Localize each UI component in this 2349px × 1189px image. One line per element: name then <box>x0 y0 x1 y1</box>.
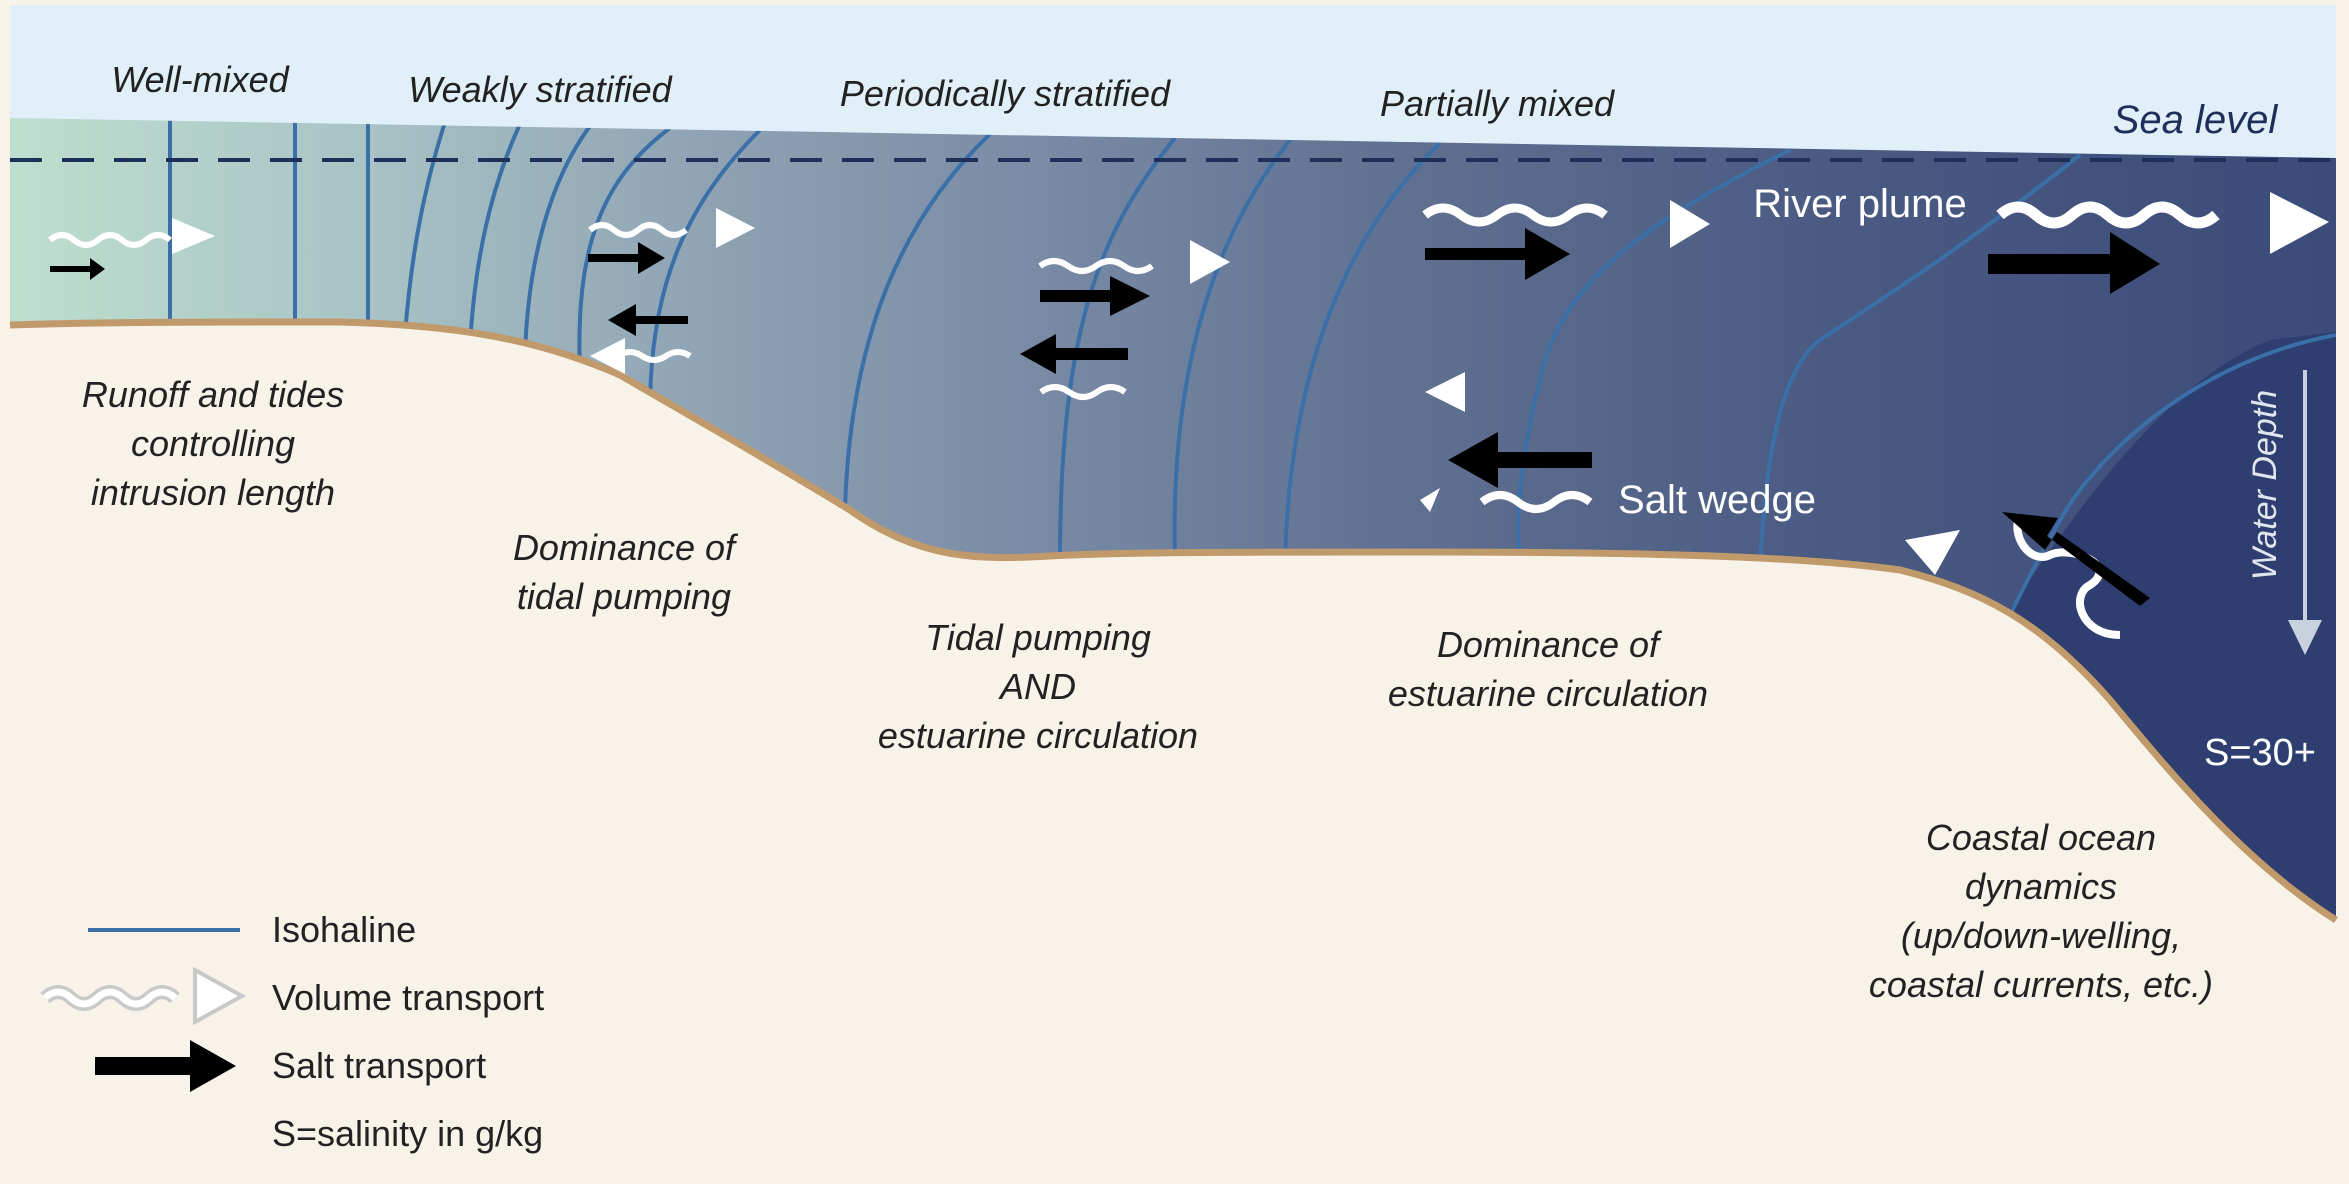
tidal-estuarine-line-2: AND <box>998 666 1076 707</box>
salt-arrow-3 <box>608 304 688 336</box>
volume-arrow-4 <box>1038 258 1154 274</box>
tidal-pumping-line-1: Dominance of <box>513 527 739 568</box>
tidal-estuarine-line-3: estuarine circulation <box>878 715 1198 756</box>
volume-arrow-5 <box>1039 384 1127 400</box>
volume-arrows <box>48 201 2220 639</box>
salt-arrow-2 <box>588 242 665 274</box>
salt-arrow-8 <box>1988 232 2160 294</box>
water-depth-label: Water Depth <box>2246 390 2284 580</box>
legend-volume-swatch <box>42 988 178 1008</box>
coastal-line-4: coastal currents, etc.) <box>1869 964 2213 1005</box>
regime-partially-mixed: Partially mixed <box>1380 83 1615 124</box>
estuarine-line-1: Dominance of <box>1437 624 1663 665</box>
salt-arrow-4 <box>1040 276 1150 316</box>
regime-well-mixed: Well-mixed <box>111 59 289 100</box>
estuarine-line-2: estuarine circulation <box>1388 673 1708 714</box>
runoff-line-2: controlling <box>131 423 295 464</box>
salt-arrow-1 <box>50 258 105 280</box>
legend-isohaline-label: Isohaline <box>272 909 416 950</box>
volume-arrow-7 <box>1479 491 1593 513</box>
tidal-estuarine-line-1: Tidal pumping <box>925 617 1151 658</box>
coastal-line-1: Coastal ocean <box>1926 817 2156 858</box>
volume-arrow-2 <box>588 222 688 238</box>
river-plume-label: River plume <box>1753 182 1966 226</box>
runoff-line-1: Runoff and tides <box>82 374 344 415</box>
legend-volume-label: Volume transport <box>272 977 544 1018</box>
volume-arrow-1 <box>48 232 172 248</box>
regime-periodically-stratified: Periodically stratified <box>840 73 1171 114</box>
volume-arrow-8 <box>1996 201 2220 229</box>
salt-wedge-label: Salt wedge <box>1618 478 1816 522</box>
salt-arrow-9 <box>2002 512 2150 606</box>
coastal-line-2: dynamics <box>1965 866 2117 907</box>
regime-weakly-stratified: Weakly stratified <box>408 69 672 110</box>
process-labels: Runoff and tides controlling intrusion l… <box>82 374 2213 1005</box>
salt-arrow-5 <box>1020 334 1128 374</box>
salt-arrow-7 <box>1448 432 1592 488</box>
salt-arrow-6 <box>1425 228 1570 280</box>
legend: Isohaline Volume transport Salt transpor… <box>40 909 544 1154</box>
volume-arrow-6 <box>1422 203 1608 227</box>
bed-line <box>9 318 2338 923</box>
water-depth-arrow <box>2288 370 2322 655</box>
legend-salt-label: Salt transport <box>272 1045 486 1086</box>
volume-arrow-3 <box>616 349 692 363</box>
legend-volume-arrowhead <box>193 966 247 1026</box>
volume-arrowheads <box>172 192 2329 575</box>
runoff-line-3: intrusion length <box>91 472 335 513</box>
coastal-line-3: (up/down-welling, <box>1901 915 2181 956</box>
tidal-pumping-line-2: tidal pumping <box>517 576 731 617</box>
ocean-salinity-label: S=30+ <box>2204 732 2316 774</box>
salt-arrows <box>50 228 2160 606</box>
legend-salinity-note: S=salinity in g/kg <box>272 1113 543 1154</box>
sea-level-label: Sea level <box>2113 98 2279 142</box>
legend-salt-swatch <box>95 1040 236 1092</box>
